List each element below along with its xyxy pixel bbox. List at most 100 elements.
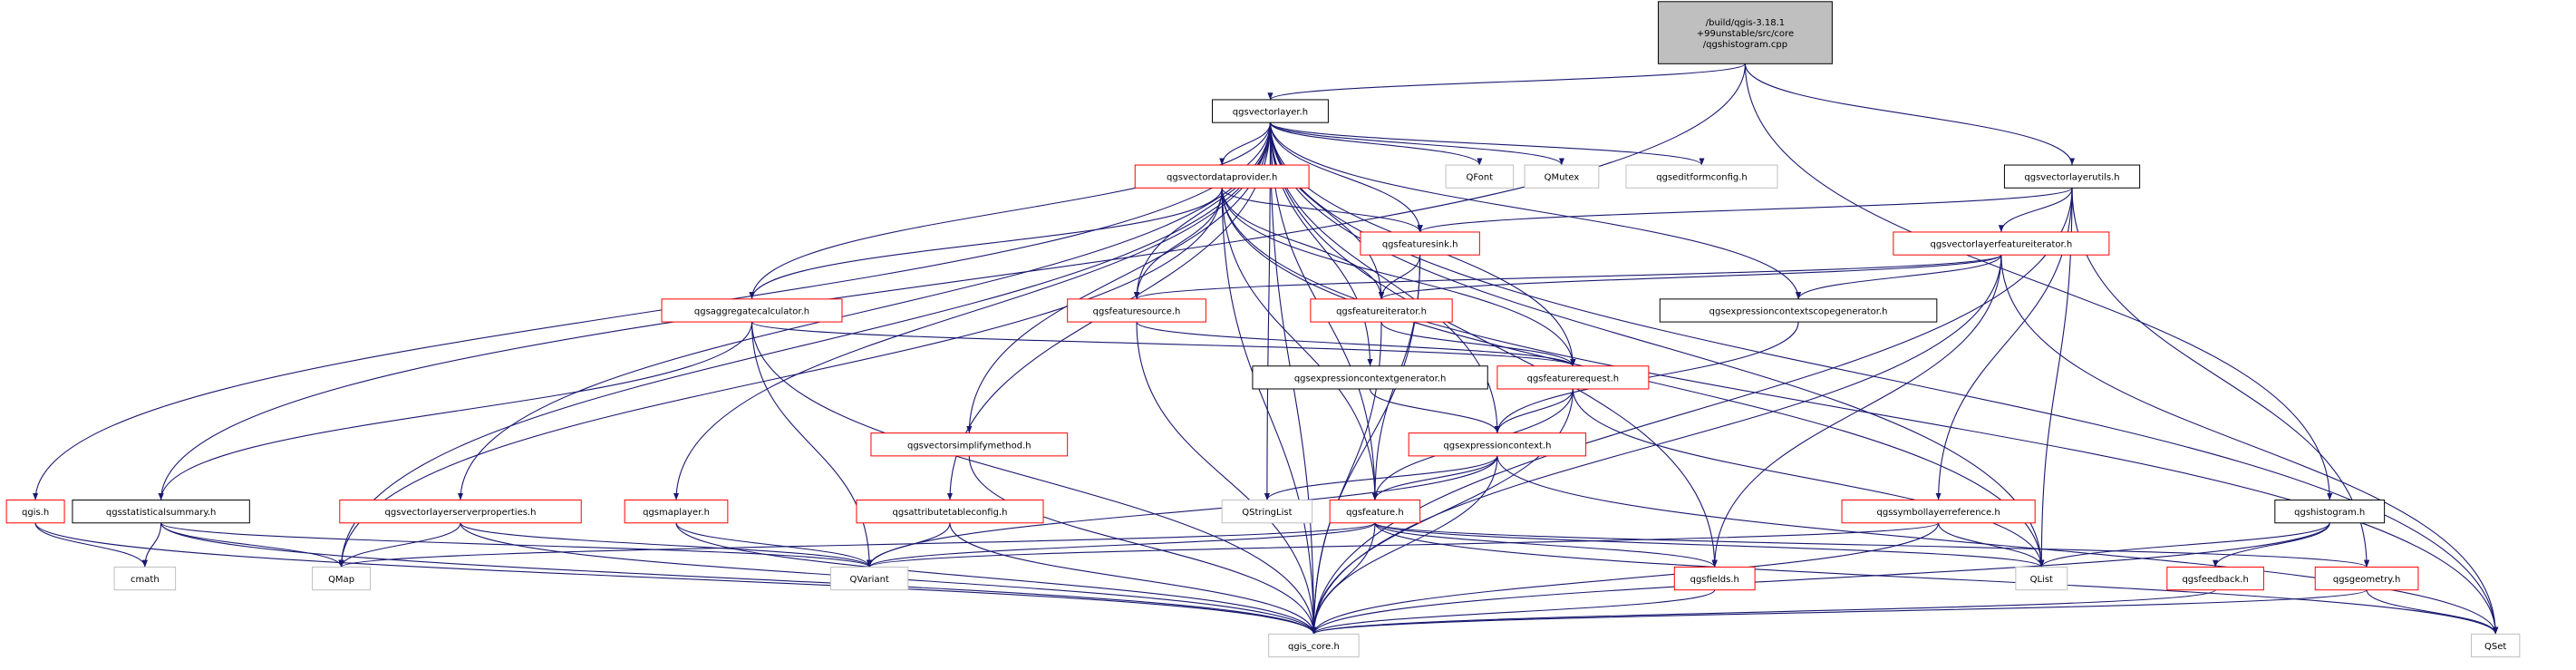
- node-qgsstatisticalsummary[interactable]: qgsstatisticalsummary.h: [72, 500, 250, 524]
- edge-qgsvectorlayerutils-to-qgsvectorlayerfeatureiterator: [1998, 188, 2073, 233]
- node-box: [870, 432, 1069, 457]
- node-qgsmaplayer[interactable]: qgsmaplayer.h: [624, 500, 729, 524]
- node-box: [1841, 500, 2036, 524]
- node-box: [1658, 1, 1833, 64]
- node-qfont[interactable]: QFont: [1445, 164, 1515, 189]
- edge-qgsexpressioncontext-to-qstringlist: [1264, 455, 1498, 500]
- node-box: [661, 298, 843, 323]
- edge-qgsfeature-to-qgis_core: [1311, 522, 1376, 635]
- edge-qgsfeedback-to-qgis_core: [1311, 589, 2216, 635]
- edge-qgis-to-cmath: [34, 522, 148, 568]
- node-qgsvectordataprovider[interactable]: qgsvectordataprovider.h: [1134, 164, 1310, 189]
- edge-qgsvectorsimplifymethod-to-qgis_core: [968, 455, 1317, 635]
- node-qgsfeatureiterator[interactable]: qgsfeatureiterator.h: [1310, 298, 1453, 323]
- node-box: [1268, 633, 1360, 658]
- edge-qgsfeature-to-qlist: [1374, 522, 2045, 568]
- node-box: [830, 566, 909, 591]
- node-label: qgsmaplayer.h: [643, 508, 710, 518]
- node-qgsexpressioncontext[interactable]: qgsexpressioncontext.h: [1408, 432, 1587, 457]
- node-label: qgsfeaturerequest.h: [1527, 374, 1620, 384]
- node-box: [5, 500, 65, 524]
- node-qgsattributetableconfig[interactable]: qgsattributetableconfig.h: [856, 500, 1044, 524]
- edge-qgsfeature-to-qvariant: [867, 522, 1376, 568]
- node-label: qgsvectorlayer.h: [1233, 108, 1308, 118]
- node-label: qgssymbollayerreference.h: [1877, 508, 2000, 518]
- edge-qgsvectorlayer-to-qmap: [338, 122, 1272, 568]
- edge-qgsvectorlayer-to-qgsvectordataprovider: [1219, 122, 1272, 166]
- node-qgsexpressioncontextgenerator[interactable]: qgsexpressioncontextgenerator.h: [1252, 365, 1488, 390]
- edge-qgsvectorlayerfeatureiterator-to-qgsfields: [1711, 255, 2002, 568]
- node-box: [1408, 432, 1587, 457]
- node-qgsvectorsimplifymethod[interactable]: qgsvectorsimplifymethod.h: [870, 432, 1069, 457]
- node-qmap[interactable]: QMap: [312, 566, 372, 591]
- node-qgis[interactable]: qgis.h: [5, 500, 65, 524]
- node-qgsfeaturesink[interactable]: qgsfeaturesink.h: [1360, 231, 1480, 256]
- node-label: QFont: [1467, 173, 1494, 183]
- node-label: qgsfields.h: [1690, 575, 1739, 585]
- node-qstringlist[interactable]: QStringList: [1221, 500, 1313, 524]
- edge-qgsvectordataprovider-to-qgsfeaturesink: [1221, 188, 1423, 233]
- node-label: +99unstable/src/core: [1697, 29, 1794, 39]
- node-label: qgsvectordataprovider.h: [1167, 173, 1277, 183]
- node-label: qgsstatisticalsummary.h: [106, 508, 216, 518]
- node-qgseditformconfig[interactable]: qgseditformconfig.h: [1625, 164, 1778, 189]
- node-label: qgsfeedback.h: [2182, 575, 2248, 585]
- edge-qgsvectorlayer-to-qgseditformconfig: [1269, 121, 1705, 166]
- edge-qgsvectorlayerutils-to-qgsfeaturesink: [1417, 187, 2073, 233]
- node-qgsvectorlayerutils[interactable]: qgsvectorlayerutils.h: [2003, 164, 2141, 189]
- edge-qgsfeature-to-qgsgeometry: [1374, 522, 2369, 568]
- node-qgsexpressioncontextscopegenerator[interactable]: qgsexpressioncontextscopegenerator.h: [1659, 298, 1938, 323]
- node-qset[interactable]: QSet: [2471, 633, 2521, 658]
- edge-qgsexpressioncontextgenerator-to-qgsexpressioncontext: [1370, 388, 1500, 433]
- node-qvariant[interactable]: QVariant: [830, 566, 909, 591]
- node-qgsfields[interactable]: qgsfields.h: [1673, 566, 1756, 591]
- node-box: [2015, 566, 2068, 591]
- node-box: [1360, 231, 1480, 256]
- node-cmath[interactable]: cmath: [113, 566, 177, 591]
- edge-root-to-qgsvectorlayerutils: [1744, 63, 2076, 166]
- edge-qgsmaplayer-to-qgis_core: [675, 522, 1317, 635]
- edge-qgsfeaturesource-to-qgis_core: [1136, 322, 1317, 635]
- edge-qgsvectorlayer-to-qgsaggregatecalculator: [749, 122, 1272, 299]
- node-label: QVariant: [850, 575, 889, 585]
- edge-qgsfeature-to-qmap: [338, 522, 1376, 568]
- node-label: qgsvectorsimplifymethod.h: [907, 441, 1031, 451]
- node-qlist[interactable]: QList: [2015, 566, 2068, 591]
- edge-qgsvectorlayer-to-qfont: [1269, 121, 1483, 166]
- node-qgsvectorlayer[interactable]: qgsvectorlayer.h: [1212, 99, 1329, 123]
- node-label: qgsfeaturesource.h: [1093, 306, 1181, 316]
- node-qgsvectorlayerserverproperties[interactable]: qgsvectorlayerserverproperties.h: [339, 500, 582, 524]
- node-box: [2166, 566, 2264, 591]
- node-qgsfeature[interactable]: qgsfeature.h: [1329, 500, 1421, 524]
- node-qgsvectorlayerfeatureiterator[interactable]: qgsvectorlayerfeatureiterator.h: [1893, 231, 2110, 256]
- node-label: qgsvectorlayerutils.h: [2024, 173, 2119, 183]
- node-qgsfeaturerequest[interactable]: qgsfeaturerequest.h: [1496, 365, 1650, 390]
- node-qgshistogram[interactable]: qgshistogram.h: [2274, 500, 2386, 524]
- node-label: qgsvectorlayerfeatureiterator.h: [1931, 240, 2073, 250]
- edge-root-to-qgsvectorlayer: [1267, 63, 1746, 101]
- edge-qgshistogram-to-qgsfeedback: [2213, 522, 2330, 568]
- edge-qgsstatisticalsummary-to-cmath: [141, 522, 162, 568]
- edge-qgsaggregatecalculator-to-qgis_core: [751, 322, 1317, 635]
- node-box: [1673, 566, 1756, 591]
- edge-qgsvectorlayerutils-to-qlist: [2039, 188, 2073, 568]
- node-qgis_core[interactable]: qgis_core.h: [1268, 633, 1360, 658]
- node-qgsaggregatecalculator[interactable]: qgsaggregatecalculator.h: [661, 298, 843, 323]
- node-box: [624, 500, 729, 524]
- node-label: qgsfeatureiterator.h: [1336, 306, 1427, 316]
- edge-qgssymbollayerreference-to-qgis_core: [1311, 522, 1940, 635]
- node-qmutex[interactable]: QMutex: [1524, 164, 1600, 189]
- node-label: qgsgeometry.h: [2333, 575, 2400, 585]
- node-label: qgsfeature.h: [1346, 508, 1404, 518]
- node-qgsgeometry[interactable]: qgsgeometry.h: [2314, 566, 2419, 591]
- node-label: qgsexpressioncontextgenerator.h: [1294, 374, 1447, 384]
- node-qgsfeedback[interactable]: qgsfeedback.h: [2166, 566, 2264, 591]
- node-label: QStringList: [1242, 508, 1292, 518]
- node-box: [1625, 164, 1778, 189]
- node-qgssymbollayerreference[interactable]: qgssymbollayerreference.h: [1841, 500, 2036, 524]
- edge-qgsvectorlayerserverproperties-to-qmap: [338, 522, 461, 568]
- node-root[interactable]: /build/qgis-3.18.1+99unstable/src/core/q…: [1658, 1, 1833, 64]
- edge-qgsattributetableconfig-to-qgis_core: [949, 522, 1317, 635]
- edge-qgsvectorlayer-to-qmutex: [1269, 121, 1564, 166]
- node-qgsfeaturesource[interactable]: qgsfeaturesource.h: [1067, 298, 1206, 323]
